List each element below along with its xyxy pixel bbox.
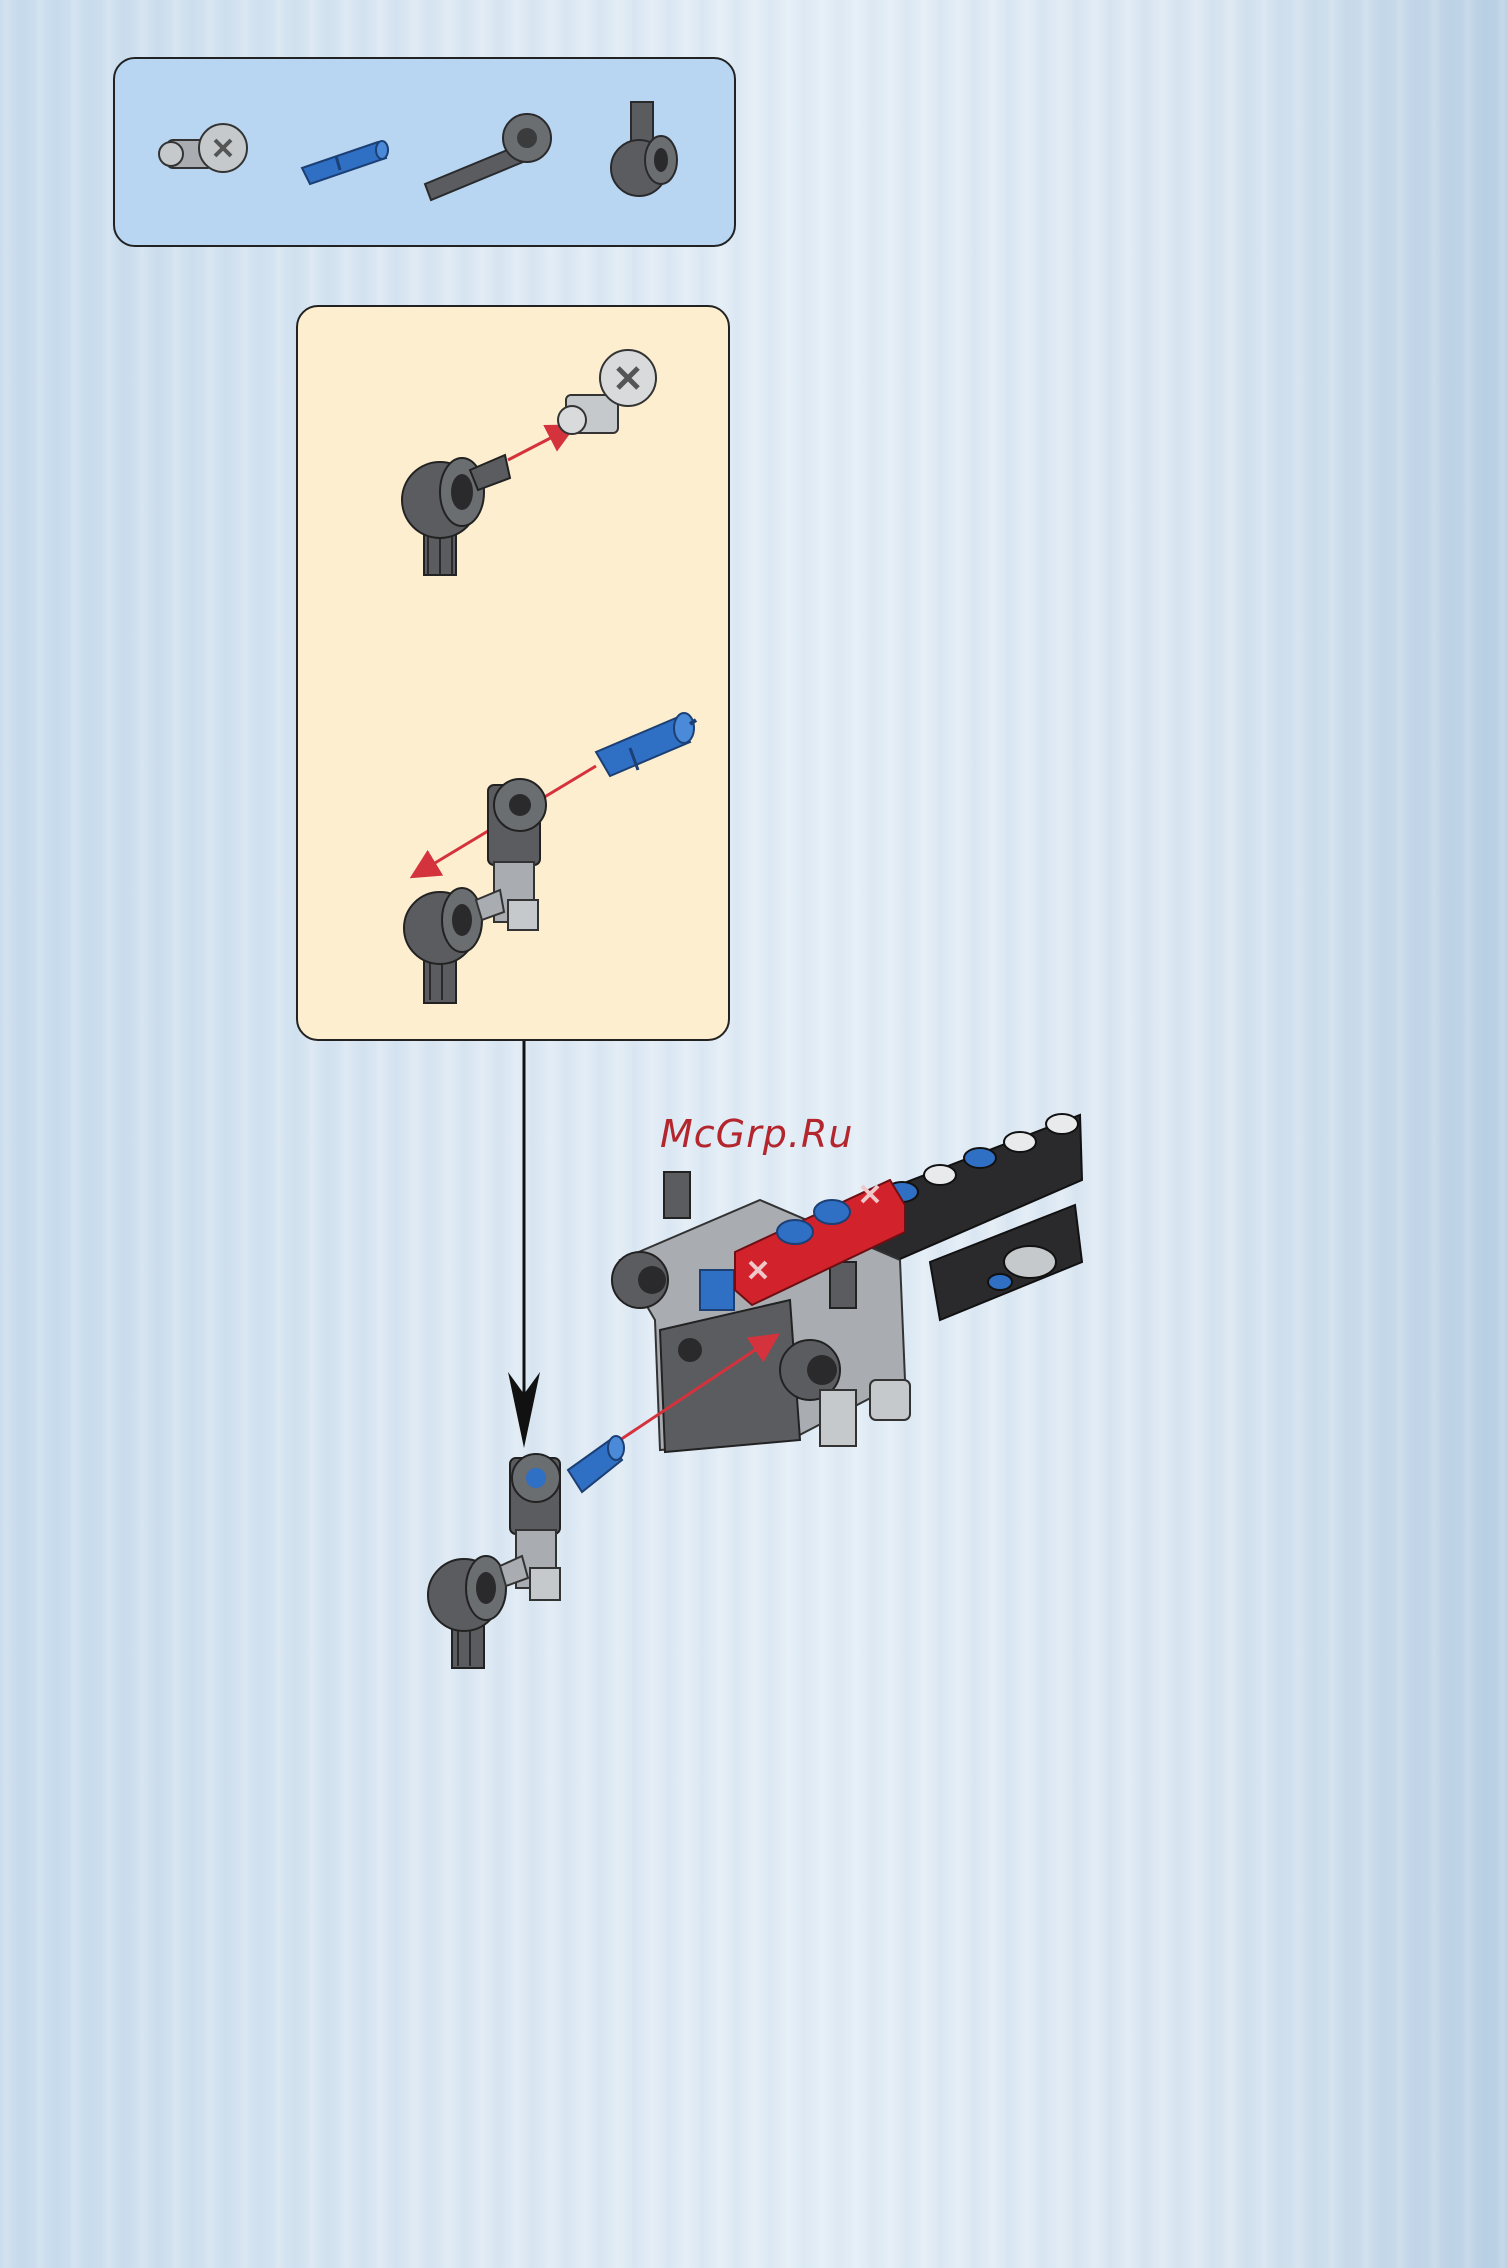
- blue-pin-part: [596, 713, 696, 776]
- watermark-text: McGrp.Ru: [660, 1112, 853, 1156]
- substep-2-illustration: [404, 713, 696, 1003]
- substep-1-illustration: [402, 350, 656, 575]
- insert-arrow-1: [508, 430, 566, 460]
- connector-stack-attached-part: [428, 1436, 624, 1668]
- angle-connector-part: [402, 455, 510, 575]
- connector-stack-part: [404, 779, 546, 1003]
- light-gray-connector-part: [558, 350, 656, 434]
- callout-arrow: [508, 1041, 540, 1448]
- main-assembly-illustration: [428, 1114, 1082, 1668]
